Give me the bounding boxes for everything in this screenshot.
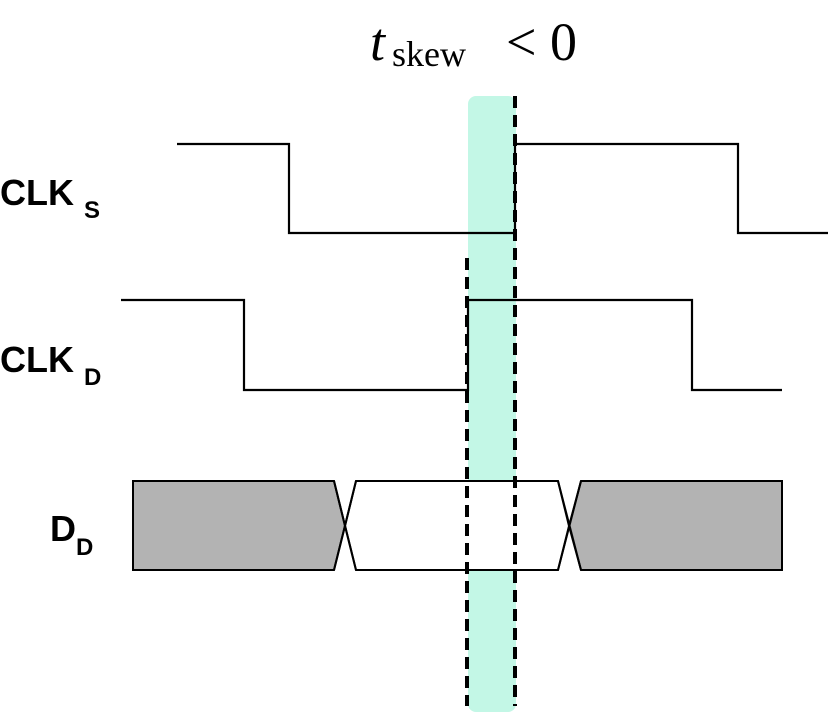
clk-d-subscript: D	[84, 364, 101, 391]
title-relation: < 0	[506, 12, 577, 72]
clk-s-subscript: S	[84, 197, 100, 224]
title-variable: t	[370, 12, 387, 72]
data-segment-right	[567, 480, 783, 571]
clk-s-waveform	[177, 142, 828, 235]
data-segment-left	[132, 480, 347, 571]
clk-s-row: CLK S	[0, 142, 828, 235]
d-d-subscript: D	[76, 534, 93, 561]
data-segment-middle	[343, 480, 571, 571]
d-d-label: D	[50, 508, 76, 549]
skew-title: t skew < 0	[370, 12, 577, 74]
d-d-row: D D	[50, 480, 783, 571]
skew-window	[468, 96, 516, 712]
clk-d-row: CLK D	[0, 298, 782, 392]
clk-d-label: CLK	[0, 339, 74, 380]
title-subscript: skew	[392, 34, 466, 74]
data-crossing-left-b	[333, 480, 357, 571]
clk-s-label: CLK	[0, 172, 74, 213]
data-crossing-right-b	[557, 480, 582, 571]
clk-d-waveform	[121, 298, 782, 392]
